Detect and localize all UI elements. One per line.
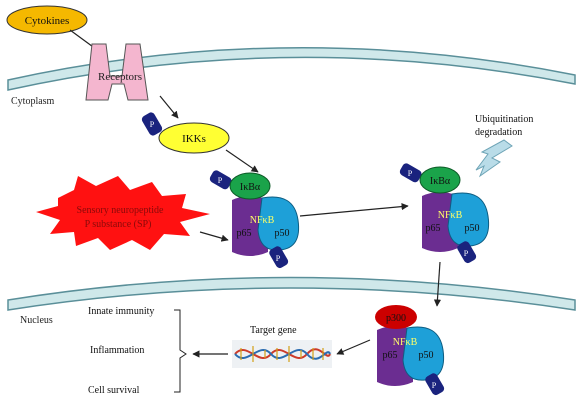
p300-label: p300 <box>386 313 406 324</box>
nfkb-label-3: NFκB <box>393 337 418 348</box>
arrow-sp-complex <box>199 231 229 242</box>
ikba-label: IκBα <box>240 182 261 193</box>
phosphate-p50-2: P <box>457 241 477 264</box>
nfkb-complex-nucleus: p300 NFκB p65 p50 P <box>375 305 445 396</box>
arrow-ikks-complex <box>225 149 259 173</box>
inflammation-label: Inflammation <box>90 345 144 356</box>
cytoplasm-label: Cytoplasm <box>11 96 55 107</box>
ubiquitination-label-2: degradation <box>475 127 522 138</box>
p65-subunit-2 <box>422 192 458 252</box>
ikba-node <box>229 172 271 200</box>
nfkb-label-2: NFκB <box>438 210 463 221</box>
p65-label: p65 <box>237 228 252 239</box>
receptors-label: Receptors <box>98 71 142 83</box>
svg-text:P: P <box>432 381 437 390</box>
phosphate-p50-3: P <box>425 373 445 396</box>
p50-label: p50 <box>275 228 290 239</box>
nfkb-complex-cytoplasm: P IκBα NFκB p65 p50 P <box>209 170 300 269</box>
svg-text:P: P <box>218 176 223 185</box>
cell-survival-label: Cell survival <box>88 385 140 396</box>
arrow-complex-translocation <box>299 203 409 217</box>
p65-subunit <box>232 196 268 256</box>
phosphate-p50: P <box>269 246 289 269</box>
outcomes-bracket <box>174 309 187 393</box>
lightning-icon <box>475 139 513 178</box>
nucleus-label: Nucleus <box>20 315 53 326</box>
cell-membrane <box>7 46 576 91</box>
ikks-label: IKKs <box>182 133 206 145</box>
dna-icon <box>232 340 332 368</box>
p300-node <box>375 305 417 329</box>
p50-subunit-3 <box>402 326 445 381</box>
p65-label-2: p65 <box>426 223 441 234</box>
innate-immunity-label: Innate immunity <box>88 306 154 317</box>
phosphate-ikba-2: P <box>399 163 422 183</box>
phosphate-ikba: P <box>209 170 232 190</box>
svg-text:P: P <box>276 254 281 263</box>
arrow-receptors-ikks <box>159 95 179 119</box>
target-gene-label: Target gene <box>250 325 297 336</box>
nuclear-membrane <box>7 276 576 311</box>
nfkb-complex-degradation: P IκBα NFκB p65 p50 P <box>399 163 490 264</box>
receptor-icon: Receptors <box>85 43 149 101</box>
p50-subunit <box>257 196 300 251</box>
sensory-label-2: P substance (SP) <box>85 219 152 230</box>
ikks-node: IKKs <box>158 122 230 154</box>
p65-label-3: p65 <box>383 350 398 361</box>
p50-label-2: p50 <box>465 223 480 234</box>
arrow-into-nucleus <box>433 261 442 307</box>
p65-subunit-3 <box>377 326 413 386</box>
starburst-icon: Sensory neuropeptide P substance (SP) <box>36 176 210 250</box>
sensory-label-1: Sensory neuropeptide <box>77 205 164 216</box>
cytokines-node: Cytokines <box>6 5 88 35</box>
phosphate-ikks: P <box>141 112 163 136</box>
ikba-label-2: IκBα <box>430 176 451 187</box>
svg-text:P: P <box>150 120 155 129</box>
cytokines-label: Cytokines <box>25 15 70 27</box>
ikba-node-2 <box>419 166 461 194</box>
svg-text:P: P <box>464 249 469 258</box>
ubiquitination-label-1: Ubiquitination <box>475 114 533 125</box>
nfkb-label: NFκB <box>250 215 275 226</box>
arrow-complex-gene <box>336 339 371 355</box>
p50-label-3: p50 <box>419 350 434 361</box>
p50-subunit-2 <box>447 192 490 247</box>
svg-text:P: P <box>408 169 413 178</box>
